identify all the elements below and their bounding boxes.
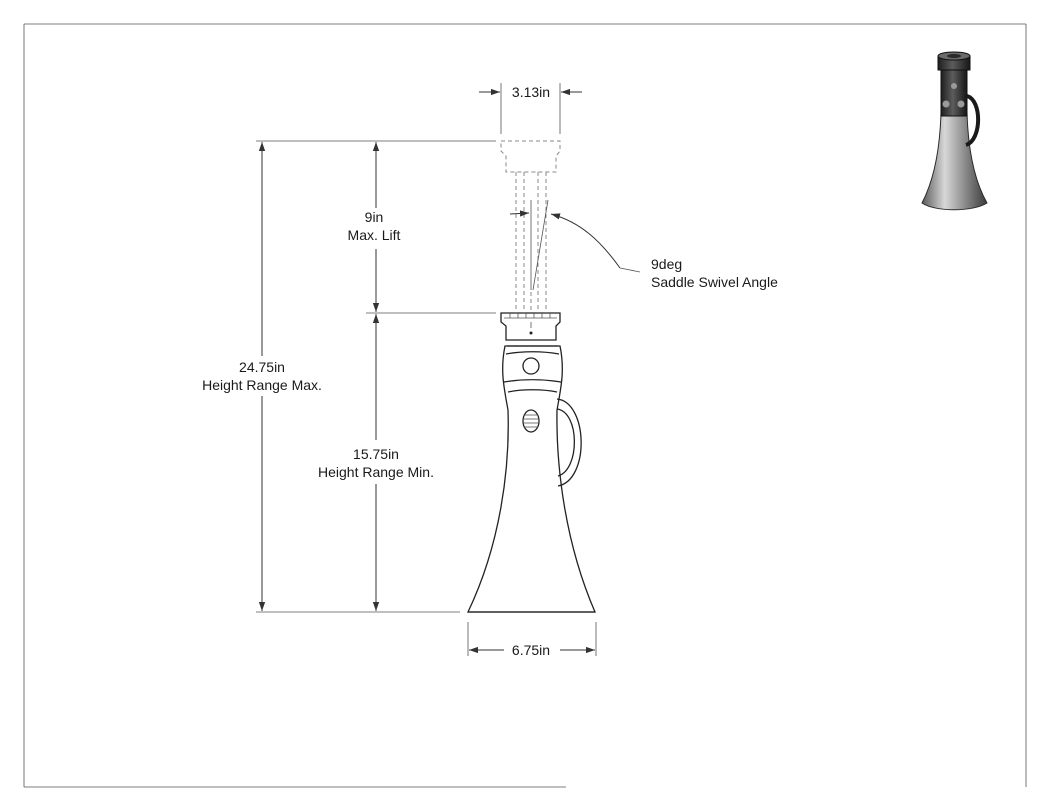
- ratchet-slot: [522, 409, 540, 433]
- max-lift-label: Max. Lift: [348, 227, 401, 243]
- height-min-label: Height Range Min.: [318, 464, 434, 480]
- dim-swivel-angle: 9deg Saddle Swivel Angle: [509, 199, 778, 291]
- saddle-raised-phantom: [500, 140, 561, 313]
- collar-pin-hole: [522, 357, 540, 375]
- jack-stand-outline: [466, 140, 596, 613]
- dim-saddle-width: 3.13in: [479, 83, 582, 134]
- jack-stand-thumbnail: [921, 51, 988, 211]
- height-max-value: 24.75in: [239, 359, 285, 375]
- height-min-value: 15.75in: [353, 446, 399, 462]
- base-width-value: 6.75in: [512, 642, 550, 658]
- dim-height-max: 24.75in Height Range Max.: [202, 142, 322, 611]
- saddle-width-value: 3.13in: [512, 84, 550, 100]
- height-max-label: Height Range Max.: [202, 377, 322, 393]
- dim-base-width: 6.75in: [467, 622, 597, 658]
- carry-handle: [556, 398, 582, 487]
- saddle-lowered: [500, 312, 561, 341]
- dim-max-lift: 9in Max. Lift: [348, 142, 401, 312]
- swivel-angle-label: Saddle Swivel Angle: [651, 274, 778, 290]
- height-extension-lines: [256, 140, 496, 613]
- dim-height-min: 15.75in Height Range Min.: [318, 314, 434, 611]
- sheet-border: [23, 23, 1027, 788]
- max-lift-value: 9in: [365, 209, 384, 225]
- swivel-angle-value: 9deg: [651, 256, 682, 272]
